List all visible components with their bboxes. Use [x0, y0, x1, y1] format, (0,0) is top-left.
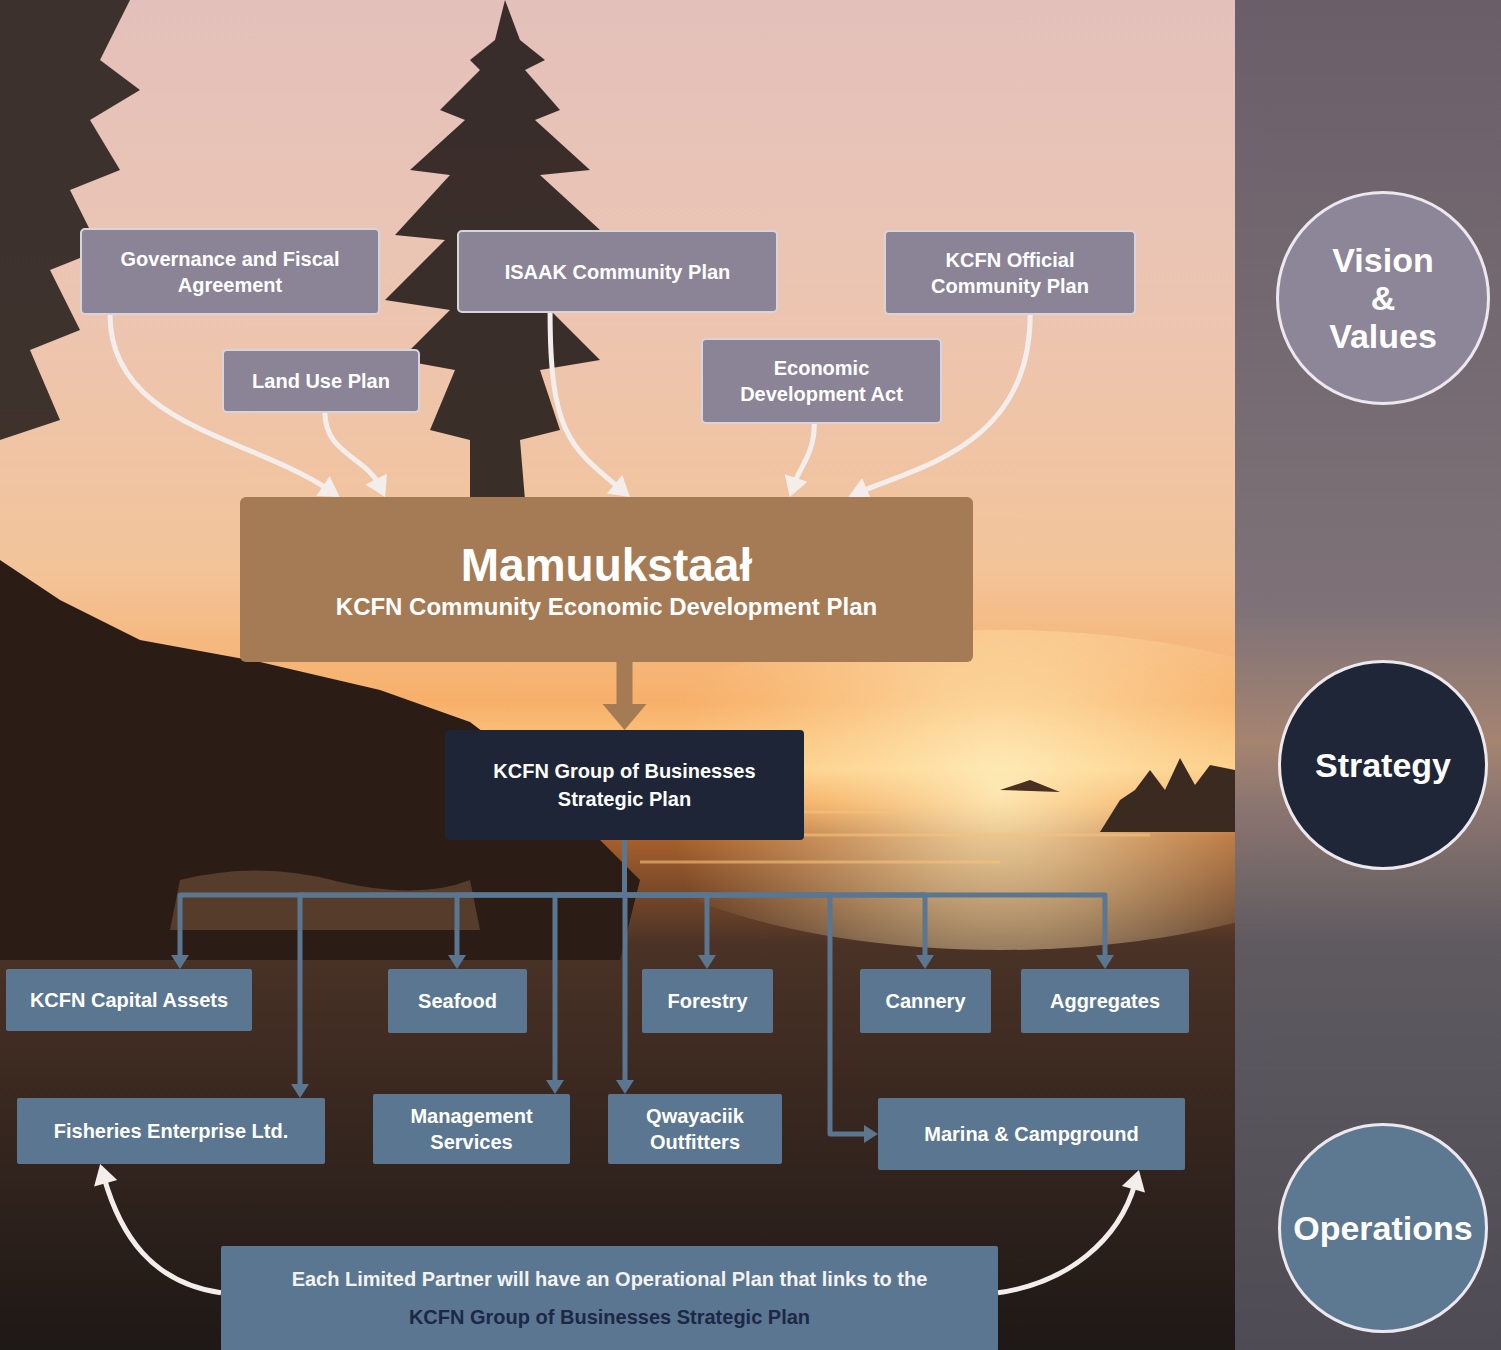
arrowhead	[1122, 1170, 1145, 1193]
connector	[291, 840, 625, 1098]
arrowhead	[616, 1080, 634, 1094]
node-label: Strategy	[1315, 746, 1451, 784]
node-label: KCFN Group of Businesses Strategic Plan	[409, 1298, 810, 1336]
economic-plan-box: MamuukstaałKCFN Community Economic Devel…	[240, 497, 973, 662]
connector	[550, 313, 630, 497]
rocks	[170, 870, 480, 930]
connector-line	[555, 840, 625, 1084]
node-label: Governance and Fiscal Agreement	[96, 246, 364, 298]
connector-line	[300, 840, 625, 1088]
level-circle: Strategy	[1278, 660, 1488, 870]
connector-line	[625, 840, 869, 1134]
node-label: KCFN Group of Businesses Strategic Plan	[465, 757, 784, 813]
connector	[325, 413, 387, 497]
node-label: Management Services	[385, 1103, 558, 1155]
node-label: ISAAK Community Plan	[505, 259, 731, 285]
arrowhead	[785, 474, 808, 497]
arrowhead	[864, 1125, 878, 1143]
side-panel	[1235, 0, 1501, 1350]
connector-line	[325, 413, 379, 484]
arrowhead	[546, 1080, 564, 1094]
connector-line	[625, 840, 1106, 959]
level-circle: Vision & Values	[1276, 191, 1490, 405]
connector	[625, 840, 935, 969]
source-plan-box: Governance and Fiscal Agreement	[80, 228, 380, 315]
far-trees	[1100, 758, 1235, 832]
connector-line	[625, 840, 708, 959]
connector	[94, 1164, 221, 1293]
node-label: Qwayaciik Outfitters	[620, 1103, 770, 1155]
node-label: Land Use Plan	[252, 368, 390, 394]
node-label: Each Limited Partner will have an Operat…	[292, 1260, 928, 1298]
business-box: Seafood	[388, 969, 527, 1033]
node-label: KCFN Community Economic Development Plan	[336, 592, 877, 622]
arrowhead	[448, 955, 466, 969]
node-label: Aggregates	[1050, 988, 1160, 1014]
connector	[625, 840, 1115, 969]
business-box: KCFN Capital Assets	[6, 969, 252, 1031]
left-trees	[0, 0, 140, 440]
islet	[1000, 780, 1060, 792]
node-label: Economic Development Act	[717, 355, 926, 407]
level-circle: Operations	[1278, 1123, 1488, 1333]
node-label: Marina & Campground	[924, 1121, 1138, 1147]
node-label: KCFN Official Community Plan	[900, 247, 1120, 299]
connector-line	[457, 840, 625, 959]
shimmer-line	[640, 861, 1000, 864]
arrowhead	[603, 704, 647, 730]
connector	[785, 424, 815, 497]
connector	[998, 1170, 1145, 1293]
node-label: KCFN Capital Assets	[30, 987, 228, 1013]
arrowhead	[365, 474, 386, 497]
business-box: Fisheries Enterprise Ltd.	[17, 1098, 325, 1164]
arrowhead	[94, 1164, 117, 1187]
connector-line	[625, 840, 926, 959]
arrowhead	[316, 476, 339, 497]
source-plan-box: Economic Development Act	[701, 338, 942, 424]
connector	[603, 662, 647, 730]
source-plan-box: Land Use Plan	[222, 349, 420, 413]
connector-line	[104, 1177, 221, 1292]
connector-line	[998, 1183, 1135, 1292]
source-plan-box: KCFN Official Community Plan	[884, 230, 1136, 315]
connector-line	[550, 313, 619, 488]
business-box: Cannery	[860, 969, 991, 1033]
node-label: Fisheries Enterprise Ltd.	[54, 1118, 289, 1144]
connector	[448, 840, 625, 969]
arrowhead	[1096, 955, 1114, 969]
connector	[625, 840, 717, 969]
node-label: Forestry	[667, 988, 747, 1014]
business-box: Management Services	[373, 1094, 570, 1164]
arrowhead	[291, 1084, 309, 1098]
note-box: Each Limited Partner will have an Operat…	[221, 1246, 998, 1350]
node-label: Seafood	[418, 988, 497, 1014]
business-box: Aggregates	[1021, 969, 1189, 1033]
strategic-plan-box: KCFN Group of Businesses Strategic Plan	[445, 730, 804, 840]
business-box: Forestry	[642, 969, 773, 1033]
arrowhead	[607, 475, 630, 497]
node-label: Mamuukstaał	[461, 538, 752, 592]
connector	[546, 840, 625, 1094]
arrowhead	[698, 955, 716, 969]
business-box: Qwayaciik Outfitters	[608, 1094, 782, 1164]
arrowhead	[916, 955, 934, 969]
connector-line	[794, 424, 814, 484]
node-label: Cannery	[885, 988, 965, 1014]
arrowhead	[171, 955, 189, 969]
source-plan-box: ISAAK Community Plan	[457, 230, 778, 313]
business-box: Marina & Campground	[878, 1098, 1185, 1170]
node-label: Vision & Values	[1318, 241, 1448, 355]
connector-line	[180, 840, 625, 959]
node-label: Operations	[1293, 1209, 1472, 1247]
